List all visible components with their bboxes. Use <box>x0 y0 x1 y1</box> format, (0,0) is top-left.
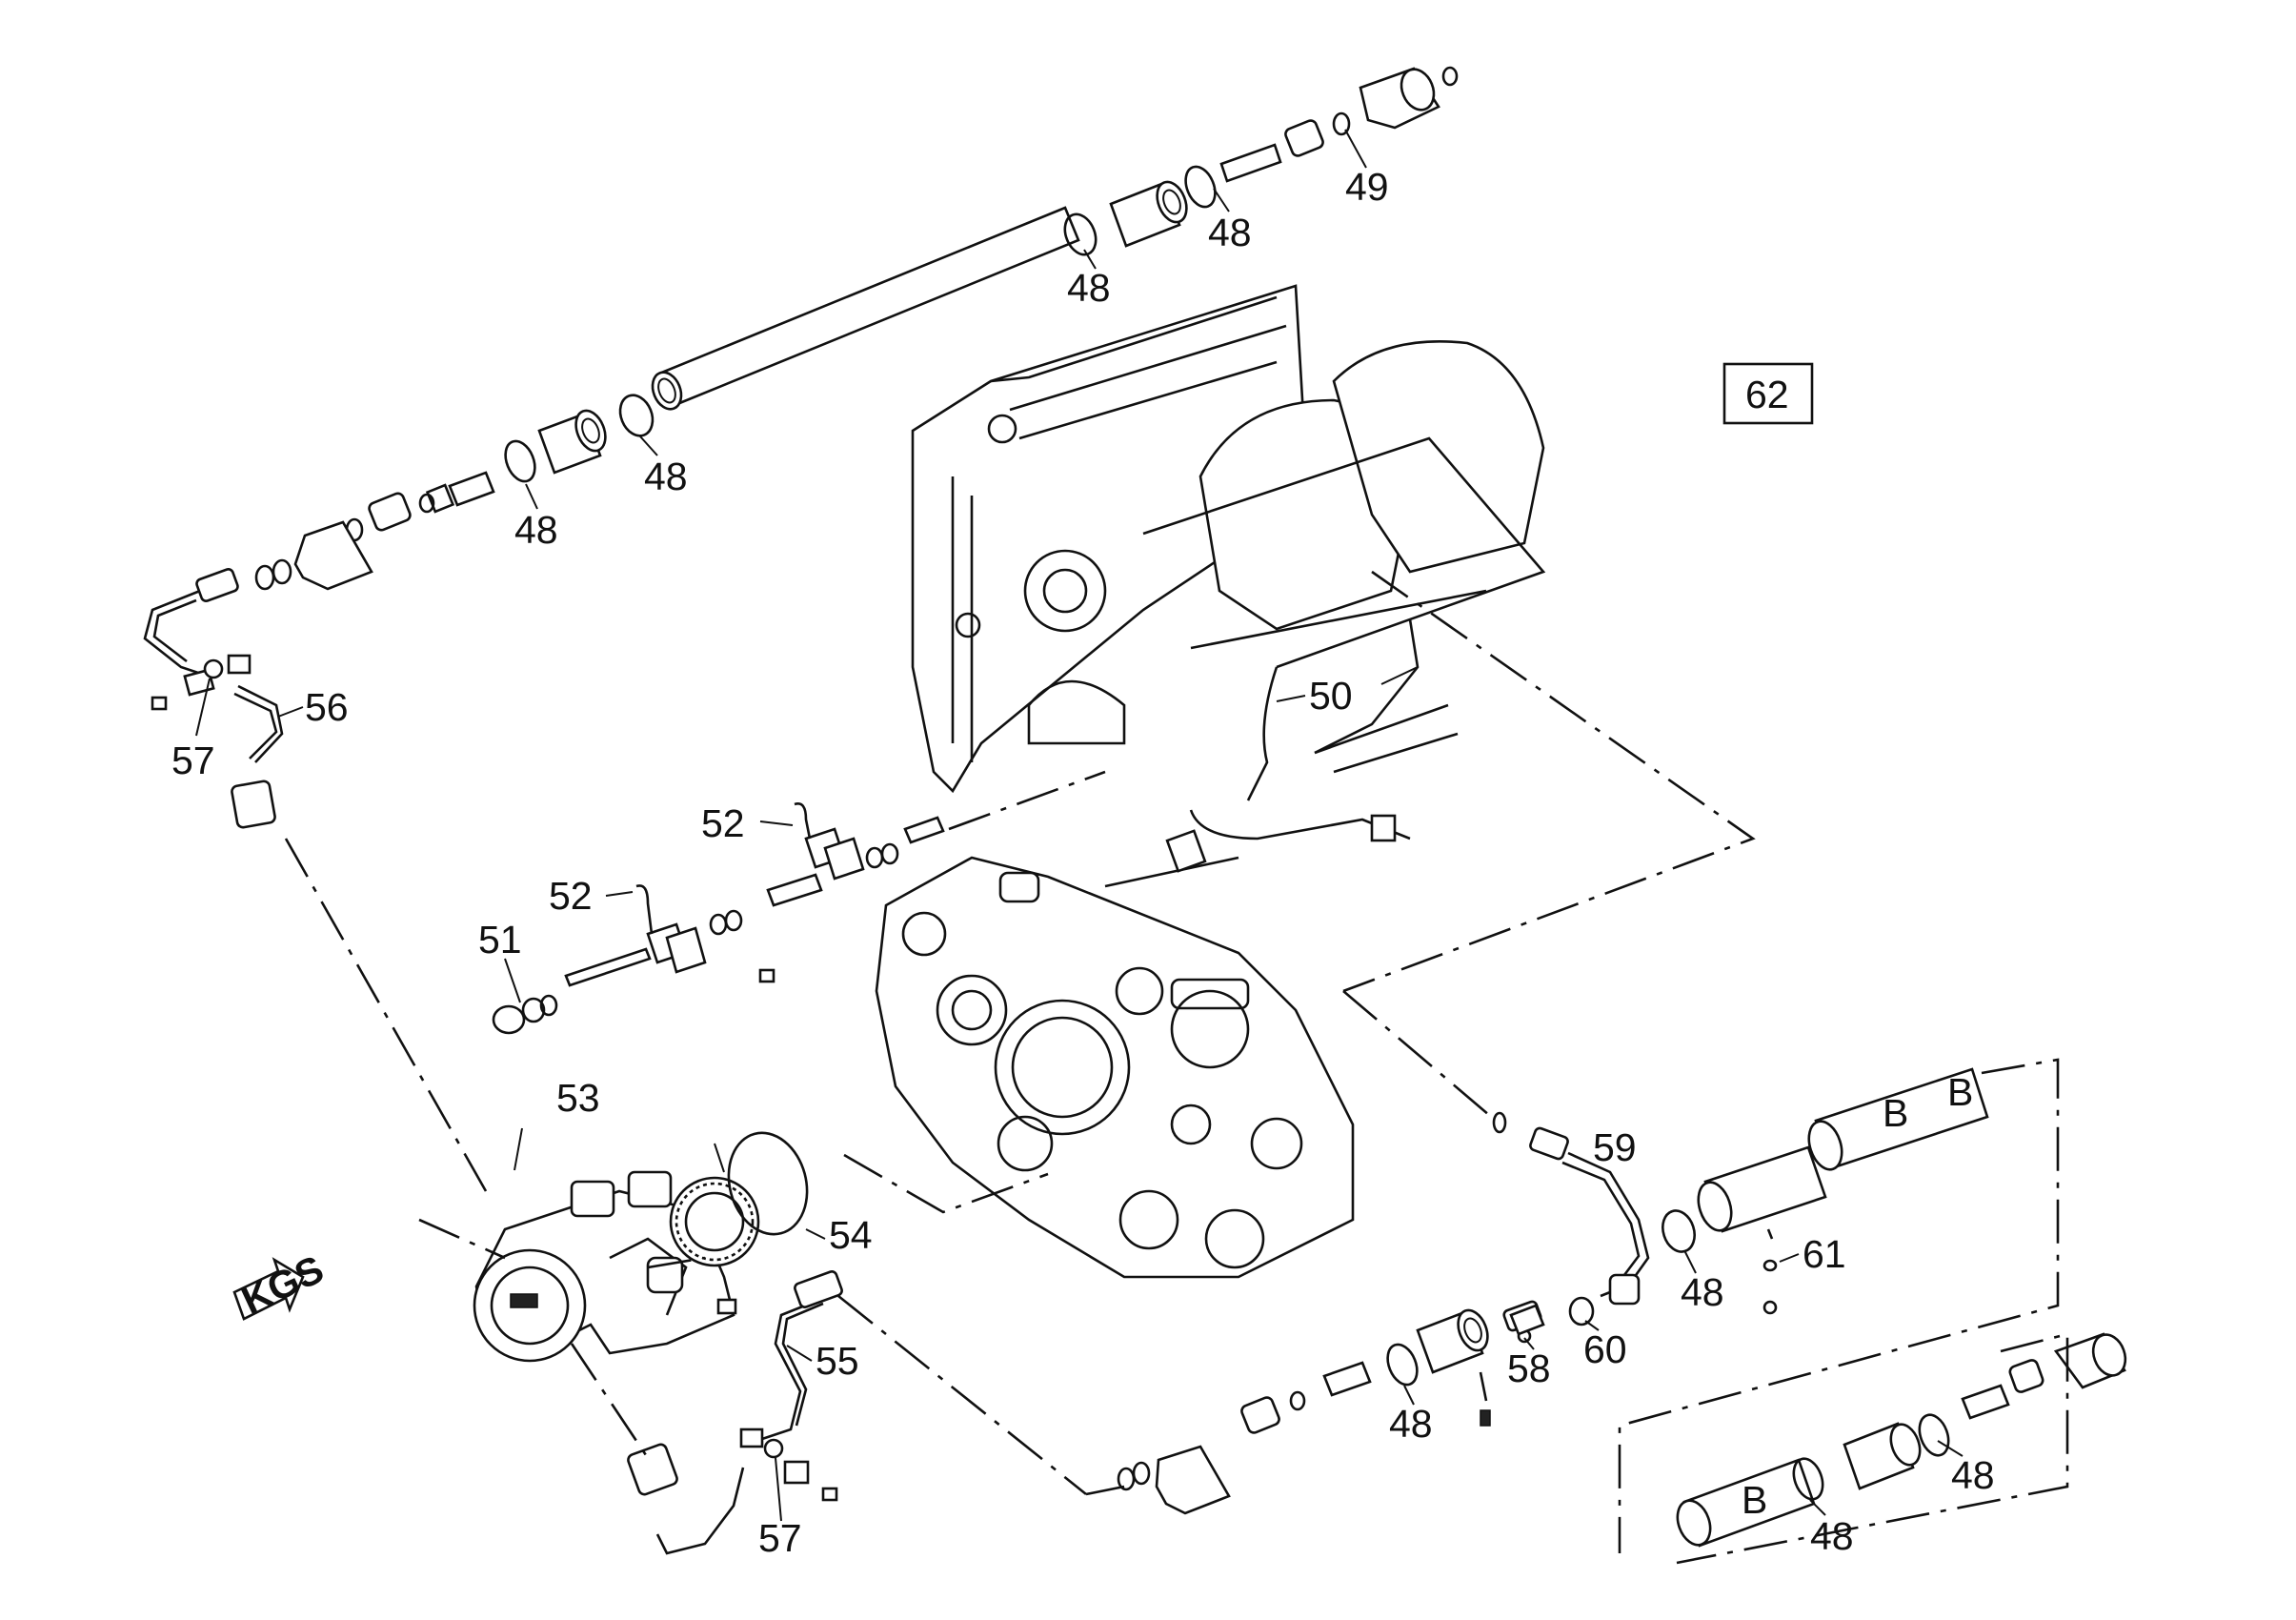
callout-50: 50 <box>1309 674 1353 718</box>
callout-48: 48 <box>1208 211 1252 254</box>
fuel-pump <box>473 1170 760 1363</box>
callout-62: 62 <box>1745 373 1789 416</box>
gasket-54 <box>727 1131 809 1236</box>
callout-51: 51 <box>478 918 522 962</box>
sleeve-marks: B B B <box>1742 1070 1973 1522</box>
kgs-direction-badge: KGS <box>232 1246 330 1323</box>
callout-59: 59 <box>1593 1125 1637 1169</box>
callout-52: 52 <box>549 874 593 918</box>
callout-56: 56 <box>305 685 349 729</box>
callout-60: 60 <box>1583 1327 1627 1371</box>
sleeve-mark: B <box>1947 1070 1973 1114</box>
kgs-label: KGS <box>234 1246 330 1322</box>
fuel-line-55 <box>627 1270 843 1555</box>
callout-48: 48 <box>644 455 688 498</box>
right-tube-group <box>1662 1067 2127 1548</box>
figure-ref-box <box>1722 362 1814 425</box>
callout-57: 57 <box>758 1516 802 1560</box>
top-tube-assembly <box>254 66 1459 591</box>
lower-tube-assembly <box>1117 1304 1545 1515</box>
timing-housing <box>875 856 1355 1279</box>
callout-57: 57 <box>171 739 215 782</box>
callout-48: 48 <box>1389 1402 1433 1446</box>
sleeve-mark: B <box>1883 1091 1908 1135</box>
fuel-line-56 <box>143 567 284 829</box>
sleeve-mark: B <box>1742 1478 1767 1522</box>
callout-48: 48 <box>1810 1514 1854 1558</box>
callout-48: 48 <box>1681 1270 1724 1314</box>
bracket-assembly <box>492 802 945 1035</box>
callout-53: 53 <box>556 1076 600 1120</box>
callout-58: 58 <box>1507 1347 1551 1390</box>
engine-block <box>911 284 1546 888</box>
callout-labels: 48 48 49 48 48 62 56 57 50 52 52 51 53 5… <box>171 165 1995 1560</box>
callout-52: 52 <box>701 801 745 845</box>
callout-55: 55 <box>816 1339 859 1383</box>
leader-lines <box>284 570 2069 1565</box>
callout-54: 54 <box>829 1213 873 1257</box>
callout-48: 48 <box>1951 1453 1995 1497</box>
callout-48: 48 <box>514 508 558 552</box>
callout-leaders <box>195 129 1964 1522</box>
callout-61: 61 <box>1803 1232 1846 1276</box>
callout-49: 49 <box>1345 165 1389 209</box>
callout-48: 48 <box>1067 266 1111 310</box>
